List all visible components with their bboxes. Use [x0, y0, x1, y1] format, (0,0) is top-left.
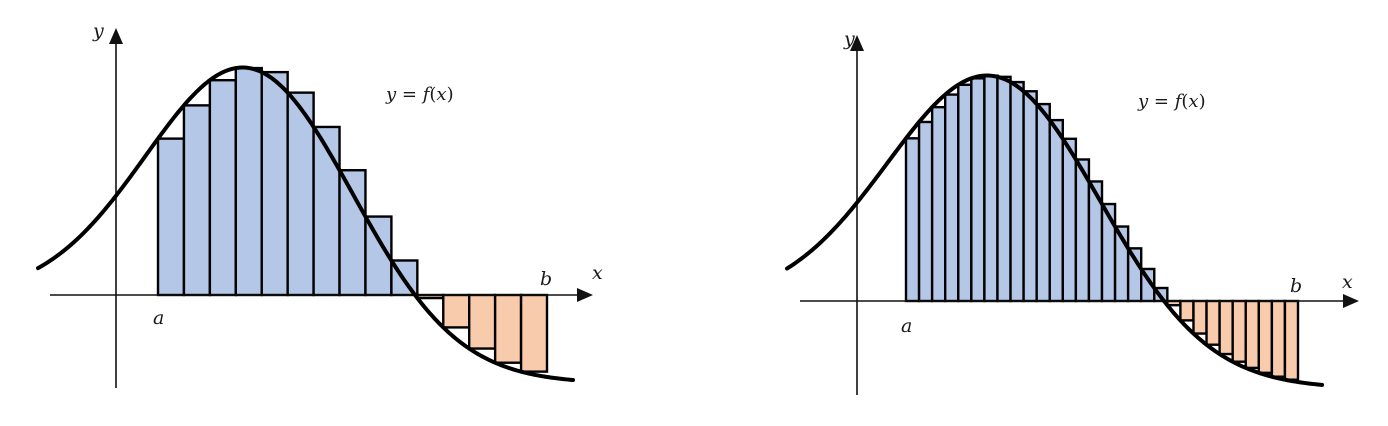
y-axis-arrow-icon — [850, 35, 864, 51]
riemann-rectangle — [1009, 80, 1025, 303]
riemann-rectangle — [1270, 299, 1287, 378]
riemann-rectangle — [1283, 299, 1300, 381]
rectangles-group — [156, 66, 549, 373]
riemann-sum-panel-left: y x a b y = f(x) — [36, 20, 603, 388]
riemann-rectangle — [930, 105, 947, 303]
lower-limit-label-a: a — [153, 307, 164, 329]
rectangles-group — [904, 74, 1300, 381]
function-equation-label: y = f(x) — [385, 84, 454, 105]
x-axis-arrow-icon — [1343, 294, 1359, 308]
riemann-rectangle — [983, 74, 999, 303]
x-axis-arrow-icon — [577, 288, 593, 302]
riemann-rectangle — [182, 104, 212, 297]
lower-limit-label-a: a — [901, 315, 912, 337]
riemann-rectangle — [208, 78, 237, 297]
riemann-rectangle — [312, 125, 341, 297]
riemann-rectangle — [957, 83, 973, 303]
riemann-rectangle — [156, 137, 186, 297]
riemann-rectangle — [970, 77, 986, 303]
y-axis-arrow-icon — [109, 28, 123, 44]
riemann-rectangle — [996, 75, 1012, 303]
upper-limit-label-b: b — [1290, 275, 1302, 297]
function-curve — [36, 65, 575, 383]
riemann-sum-panel-right: y x a b y = f(x) — [785, 28, 1359, 395]
function-equation-label: y = f(x) — [1137, 91, 1206, 112]
function-curve — [785, 73, 1324, 387]
riemann-rectangle — [519, 293, 549, 373]
y-axis-label: y — [843, 28, 855, 50]
riemann-rectangle — [904, 137, 921, 303]
riemann-rectangle — [917, 120, 934, 303]
riemann-rectangle — [1218, 299, 1234, 356]
x-axis-label: x — [592, 262, 603, 284]
riemann-rectangle — [493, 293, 523, 364]
riemann-rectangle — [1022, 90, 1038, 303]
riemann-rectangle — [1035, 102, 1051, 303]
riemann-rectangle — [943, 93, 960, 303]
riemann-rectangle — [1231, 299, 1247, 363]
upper-limit-label-b: b — [540, 268, 552, 290]
riemann-rectangle — [1244, 299, 1260, 370]
x-axis-label: x — [1342, 271, 1353, 293]
riemann-rectangle — [1205, 299, 1221, 346]
riemann-rectangle — [1192, 299, 1208, 335]
riemann-rectangle — [1179, 299, 1195, 322]
riemann-rectangle — [234, 66, 263, 297]
riemann-rectangle — [1061, 137, 1078, 303]
riemann-rectangle — [338, 169, 367, 297]
riemann-rectangle — [1257, 299, 1274, 375]
riemann-rectangle — [260, 70, 289, 297]
riemann-rectangle — [468, 293, 497, 350]
riemann-rectangle — [442, 293, 471, 329]
y-axis-label: y — [92, 20, 104, 42]
riemann-rectangle — [1048, 118, 1065, 303]
